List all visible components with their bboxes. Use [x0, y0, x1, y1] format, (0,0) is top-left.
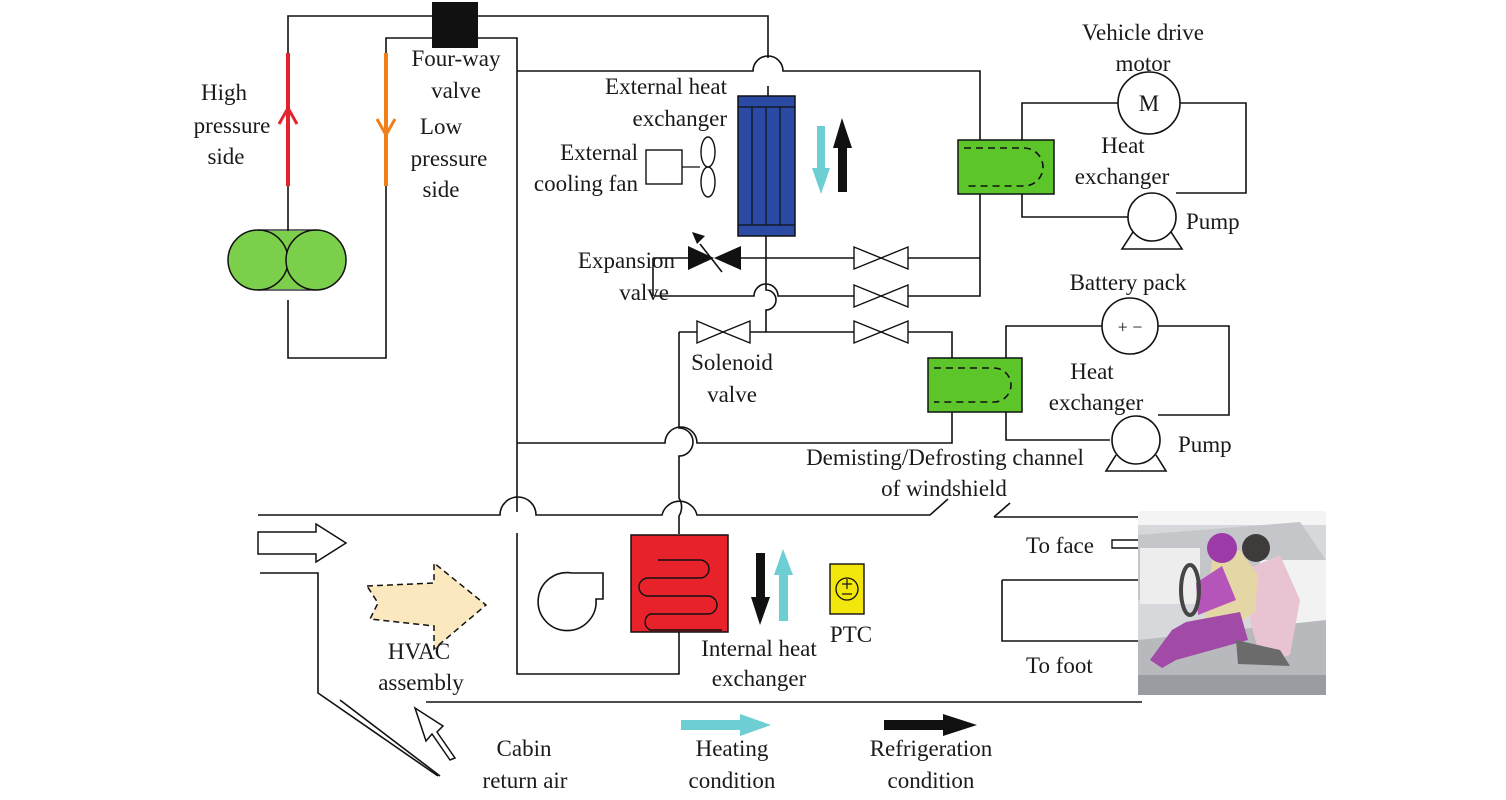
label-pump-battery: Pump	[1178, 432, 1232, 457]
label-vehicle-drive-motor: Vehicle drive motor	[1082, 20, 1204, 76]
label-external-cooling-fan: External cooling fan	[534, 140, 639, 196]
svg-text:valve: valve	[707, 382, 757, 407]
ptc-heater	[829, 563, 865, 615]
external-hx-flow-arrows	[812, 118, 852, 194]
svg-text:pressure: pressure	[411, 146, 488, 171]
label-pump-motor: Pump	[1186, 209, 1240, 234]
svg-text:exchanger: exchanger	[1075, 164, 1170, 189]
label-to-face: To face	[1026, 533, 1094, 558]
motor-heat-exchanger	[957, 139, 1055, 195]
svg-text:exchanger: exchanger	[712, 666, 807, 691]
label-expansion-valve: Expansion valve	[578, 248, 676, 305]
svg-text:Vehicle drive: Vehicle drive	[1082, 20, 1204, 45]
motor-icon	[1117, 71, 1181, 135]
external-heat-exchanger	[737, 95, 796, 237]
pump-icon-battery-loop	[1104, 415, 1168, 472]
label-low-pressure-side: Low pressure side	[411, 114, 488, 202]
svg-text:Cabin: Cabin	[497, 736, 552, 761]
label-legend-heating: Heating condition	[689, 736, 776, 793]
four-way-valve	[432, 2, 478, 48]
label-external-heat-exchanger: External heat exchanger	[605, 74, 728, 131]
label-hvac-assembly: HVAC assembly	[378, 639, 464, 695]
svg-text:pressure: pressure	[194, 113, 271, 138]
battery-heat-exchanger	[927, 357, 1023, 413]
fan-icon	[645, 136, 716, 198]
pump-icon-motor-loop	[1120, 192, 1184, 250]
svg-text:Four-way: Four-way	[412, 46, 501, 71]
svg-text:side: side	[207, 144, 244, 169]
label-heat-exchanger-battery: Heat exchanger	[1049, 359, 1144, 415]
svg-text:condition: condition	[689, 768, 776, 793]
label-legend-refrigeration: Refrigeration condition	[870, 736, 993, 793]
label-heat-exchanger-motor: Heat exchanger	[1075, 133, 1170, 189]
svg-text:Demisting/Defrosting channel: Demisting/Defrosting channel	[806, 445, 1084, 470]
inlet-arrow-icon	[257, 522, 348, 564]
svg-text:exchanger: exchanger	[633, 106, 728, 131]
label-cabin-return-air: Cabin return air	[483, 736, 568, 793]
high-pressure-arrow	[277, 53, 299, 186]
return-air-arrow-icon	[413, 706, 457, 761]
svg-text:Internal heat: Internal heat	[701, 636, 817, 661]
svg-text:HVAC: HVAC	[388, 639, 450, 664]
internal-heat-exchanger	[630, 534, 729, 633]
svg-text:cooling fan: cooling fan	[534, 171, 639, 196]
solenoid-valve	[696, 319, 751, 345]
car-occupant-image	[1138, 511, 1326, 695]
expansion-valve	[688, 232, 741, 273]
svg-text:motor: motor	[1116, 51, 1171, 76]
legend-heating-arrow	[681, 714, 771, 736]
label-solenoid-valve: Solenoid valve	[691, 350, 773, 407]
refrigerant-pipes	[287, 15, 981, 675]
hvac-duct	[258, 496, 1142, 777]
valve-icons	[853, 245, 909, 345]
legend	[681, 714, 977, 736]
label-four-way-valve: Four-way valve	[412, 46, 501, 103]
blower-icon	[537, 571, 604, 632]
svg-text:External heat: External heat	[605, 74, 728, 99]
label-battery-pack: Battery pack	[1070, 270, 1187, 295]
label-high-pressure-side: High pressure side	[194, 80, 271, 169]
low-pressure-arrow	[375, 53, 397, 186]
compressor	[227, 229, 347, 291]
svg-text:assembly: assembly	[378, 670, 464, 695]
label-motor-symbol: M	[1139, 91, 1159, 116]
svg-text:Heating: Heating	[696, 736, 769, 761]
svg-text:Heat: Heat	[1101, 133, 1145, 158]
svg-text:valve: valve	[619, 280, 669, 305]
svg-text:Expansion: Expansion	[578, 248, 676, 273]
svg-text:Heat: Heat	[1070, 359, 1114, 384]
coolant-loops	[1005, 102, 1247, 441]
legend-refrigeration-arrow	[884, 714, 977, 736]
label-to-foot: To foot	[1026, 653, 1093, 678]
svg-text:return air: return air	[483, 768, 568, 793]
label-ptc: PTC	[830, 622, 872, 647]
svg-text:Low: Low	[420, 114, 463, 139]
hvac-flow-arrow	[365, 561, 488, 651]
svg-text:side: side	[422, 177, 459, 202]
svg-text:High: High	[201, 80, 248, 105]
svg-text:valve: valve	[431, 78, 481, 103]
svg-text:Refrigeration: Refrigeration	[870, 736, 993, 761]
svg-text:Solenoid: Solenoid	[691, 350, 773, 375]
battery-icon	[1101, 297, 1159, 355]
label-demisting-channel: Demisting/Defrosting channel of windshie…	[806, 445, 1084, 501]
svg-text:of windshield: of windshield	[881, 476, 1007, 501]
label-battery-symbol: + −	[1118, 317, 1143, 337]
svg-text:External: External	[560, 140, 638, 165]
internal-hx-flow-arrows	[751, 549, 793, 625]
label-internal-heat-exchanger: Internal heat exchanger	[701, 636, 817, 691]
svg-text:exchanger: exchanger	[1049, 390, 1144, 415]
svg-text:condition: condition	[888, 768, 975, 793]
